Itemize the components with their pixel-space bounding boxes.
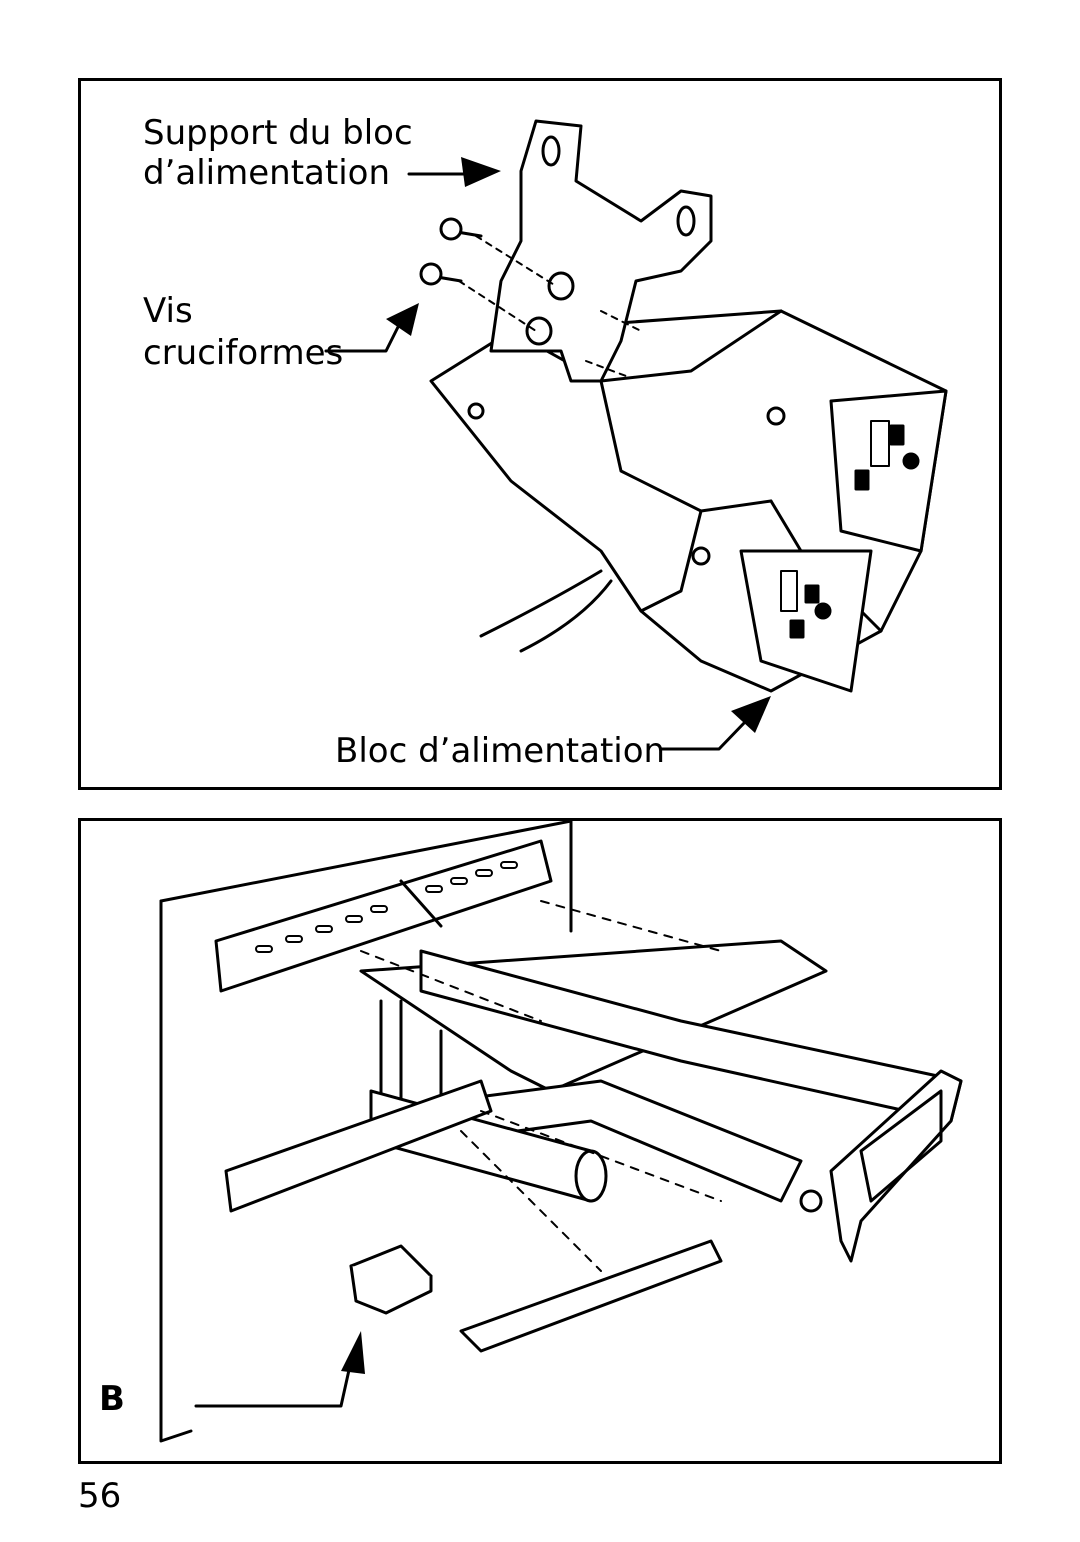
wall-mount-illustration xyxy=(159,821,963,1443)
page-number: 56 xyxy=(78,1476,122,1516)
figure-wall-mount-panel: B xyxy=(78,818,1002,1464)
bracket-label-line2: d’alimentation xyxy=(143,153,390,193)
bracket-label-line1: Support du bloc xyxy=(143,113,413,153)
figure-power-block-panel: Support du bloc d’alimentation Vis cruci… xyxy=(78,78,1002,790)
screws-label-line2: cruciformes xyxy=(143,333,344,373)
screws-label-line1: Vis xyxy=(143,291,193,331)
callout-b: B xyxy=(99,1379,125,1419)
power-block-label: Bloc d’alimentation xyxy=(335,731,666,771)
power-block-illustration xyxy=(324,119,948,751)
